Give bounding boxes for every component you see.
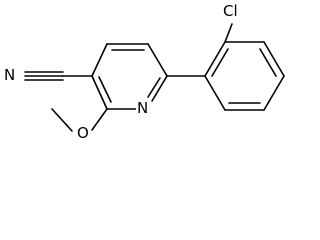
phenyl-bond-1-2 <box>204 41 226 77</box>
ring-bond-c6-n <box>151 75 168 102</box>
phenyl-bond-6-1 <box>204 75 226 111</box>
bond-c2-o <box>91 108 108 131</box>
nitrile-nitrogen-label: N <box>3 66 17 84</box>
ether-oxygen-label: O <box>76 124 90 142</box>
bond-c-cl <box>224 23 233 43</box>
bond-o-ch3 <box>51 108 73 132</box>
phenyl-bond-1-2-double <box>211 48 229 77</box>
phenyl-bond-4-5 <box>263 75 285 111</box>
structure-canvas: N N O Cl <box>3 2 285 142</box>
ring-bond-c2-c3-double <box>98 76 112 103</box>
ring-bond-c3-c4 <box>91 43 108 77</box>
phenyl-bond-3-4-double <box>259 48 277 77</box>
chlorine-label: Cl <box>222 2 239 20</box>
ring-bond-c5-c6 <box>147 43 168 77</box>
ring-bond-c6-n-double <box>147 77 161 98</box>
bond-drawing <box>24 23 285 132</box>
phenyl-bond-3-4 <box>263 41 285 77</box>
ring-nitrogen-label: N <box>136 99 150 117</box>
ring-bond-c2-c3 <box>91 75 108 110</box>
